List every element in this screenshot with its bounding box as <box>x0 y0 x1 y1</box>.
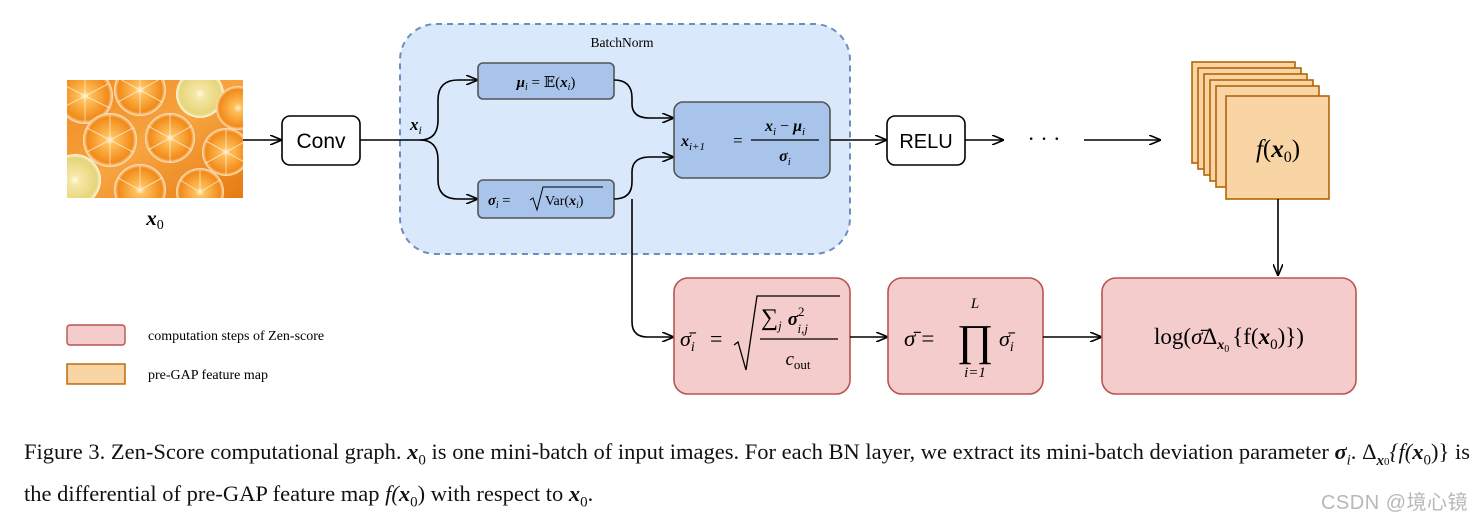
arrow-split-mu <box>419 80 477 141</box>
zen-step-sigma-bar <box>887 277 1044 395</box>
zen1-denominator: cout <box>785 349 810 372</box>
zen2-prod-sup: L <box>970 296 979 312</box>
zen1-sqrt-sign <box>733 295 840 371</box>
batchnorm-label: BatchNorm <box>591 35 654 50</box>
arrow-split-sigma <box>419 139 477 199</box>
mu-box <box>477 62 615 100</box>
legend-label-feature: pre-GAP feature map <box>148 368 268 383</box>
conv-label: Conv <box>296 130 346 153</box>
arrow-mu-norm <box>613 79 673 118</box>
feature-map-label: f(x0) <box>1256 136 1300 166</box>
watermark: CSDN @境心镜 <box>1320 492 1468 514</box>
zen-score-diagram: BatchNorm x0 Conv xi <box>66 23 1357 395</box>
input-image <box>67 80 243 198</box>
zen2-prod: ∏ <box>957 316 993 365</box>
sigma-radicand: Var(xi) <box>545 194 584 211</box>
arrow-sigma-zen <box>631 199 673 337</box>
input-label: x0 <box>145 206 164 233</box>
sigma-formula: σi = <box>488 193 510 211</box>
sigma-sqrt-sign <box>529 186 603 212</box>
relu-label: RELU <box>899 131 952 153</box>
legend-swatch-feature <box>66 363 126 385</box>
zen-step-sigma-bar-i <box>673 277 851 395</box>
zen3-formula: log(σ̄Δx0{f(x0)}) <box>1154 324 1304 355</box>
mu-formula: μi = 𝔼(xi) <box>516 75 576 93</box>
normalize-numerator: xi − μi <box>764 118 805 138</box>
legend: computation steps of Zen-score pre-GAP f… <box>66 324 324 385</box>
normalize-denominator: σi <box>779 148 791 168</box>
ellipsis: · · · <box>1028 126 1061 151</box>
zen1-eq: = <box>710 326 722 351</box>
feature-map-stack <box>1191 61 1330 200</box>
arrow-sigma-norm <box>613 157 673 200</box>
xi-label: xi <box>409 115 422 137</box>
normalize-lhs: xi+1 <box>680 133 705 153</box>
figure-caption: Figure 3. Zen-Score computational graph.… <box>24 439 1470 510</box>
legend-swatch-zen <box>66 324 126 346</box>
zen2-prod-sub: i=1 <box>964 365 986 381</box>
normalize-eq: = <box>733 131 743 150</box>
legend-label-zen: computation steps of Zen-score <box>148 329 324 344</box>
zen-score-box <box>1101 277 1357 395</box>
